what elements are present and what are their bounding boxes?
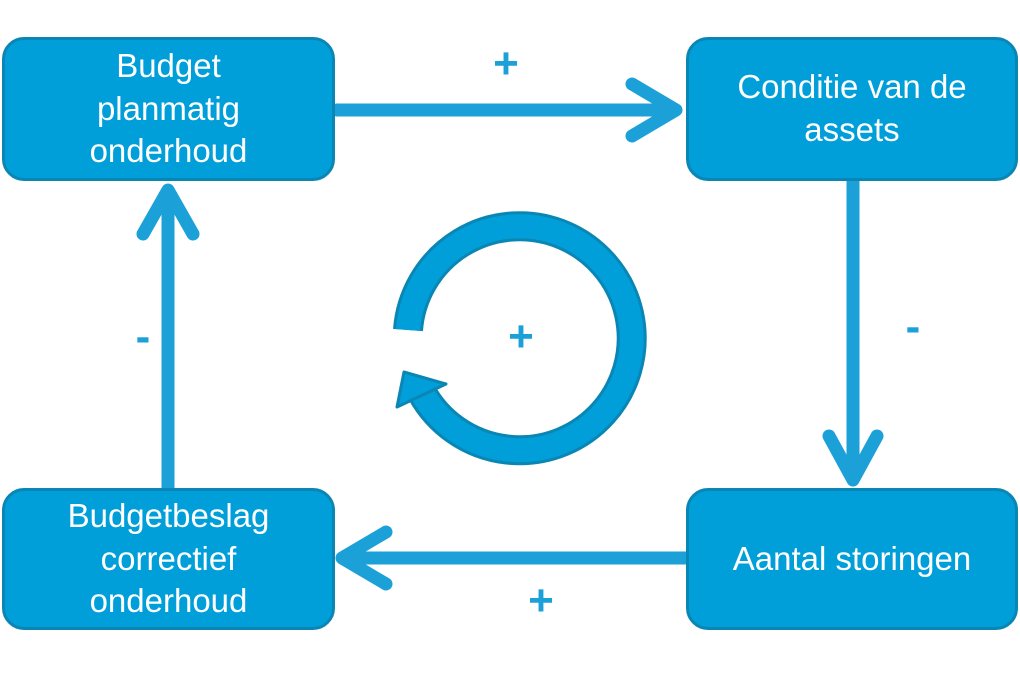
arrow-bottom	[335, 525, 693, 591]
node-budgetbeslag-correctief-onderhoud: Budgetbeslag correctief onderhoud	[2, 488, 335, 630]
node-label: Budget planmatig onderhoud	[89, 46, 248, 170]
edge-sign-right: -	[905, 302, 921, 351]
node-label: Budgetbeslag correctief onderhoud	[67, 496, 270, 620]
arrow-top	[330, 77, 683, 143]
edge-sign-top: +	[493, 39, 519, 88]
node-budget-planmatig-onderhoud: Budget planmatig onderhoud	[2, 37, 335, 181]
edge-sign-bottom: +	[528, 576, 554, 625]
arrow-left	[136, 183, 200, 495]
edge-sign-left: -	[135, 312, 151, 361]
node-label: Aantal storingen	[732, 539, 972, 577]
node-conditie-van-de-assets: Conditie van de assets	[686, 37, 1018, 181]
node-aantal-storingen: Aantal storingen	[686, 488, 1018, 630]
circular-loop-arrow-icon	[393, 211, 647, 466]
node-label: Conditie van de assets	[737, 68, 967, 148]
arrow-right	[822, 174, 884, 487]
loop-sign: +	[508, 312, 534, 361]
